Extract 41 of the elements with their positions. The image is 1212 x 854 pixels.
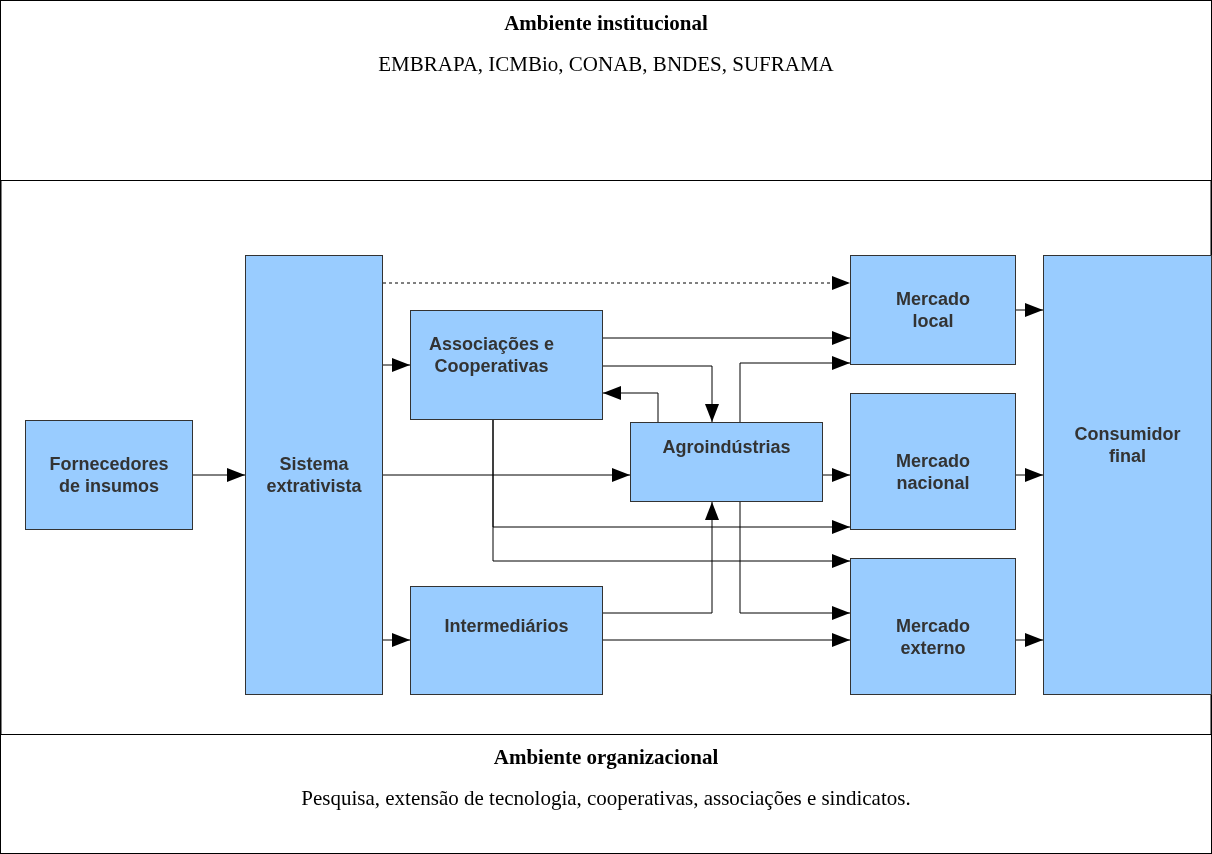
arrow [1015,633,1044,647]
process-box [410,310,603,420]
arrow [739,356,851,423]
arrow [822,468,851,482]
arrow [1015,468,1044,482]
arrow [739,501,851,620]
arrow [602,633,851,647]
process-box [1043,255,1212,695]
process-box [850,393,1016,530]
box-label: Consumidor final [1073,423,1182,467]
arrow [602,386,659,423]
band-text: EMBRAPA, ICMBio, CONAB, BNDES, SUFRAMA [377,51,835,78]
box-label: Sistema extrativista [265,453,363,497]
band-text: Pesquisa, extensão de tecnologia, cooperativas, associações e sindicatos. [300,785,912,812]
box-label: Mercado externo [895,614,971,659]
arrow [602,331,851,345]
arrow [1015,303,1044,317]
process-box [850,558,1016,695]
arrow [382,276,851,290]
box-label: Mercado local [895,288,971,332]
band-heading: Ambiente institucional [504,11,708,36]
process-box [245,255,383,695]
arrow [382,468,631,482]
arrow [382,358,411,372]
arrow [382,633,411,647]
process-box [630,422,823,502]
arrow [602,501,719,614]
process-box [410,586,603,695]
box-label: Intermediários [443,614,570,637]
arrow [492,419,851,568]
header-band [0,0,1212,181]
arrow [192,468,246,482]
process-box [25,420,193,530]
band-heading: Ambiente organizacional [493,745,719,770]
box-label: Mercado nacional [895,449,971,494]
box-label: Fornecedores de insumos [48,453,170,497]
box-label: Agroindústrias [661,436,792,458]
process-box [850,255,1016,365]
footer-band [0,734,1212,854]
arrow [602,365,719,423]
box-label: Associações e Cooperativas [427,333,556,377]
